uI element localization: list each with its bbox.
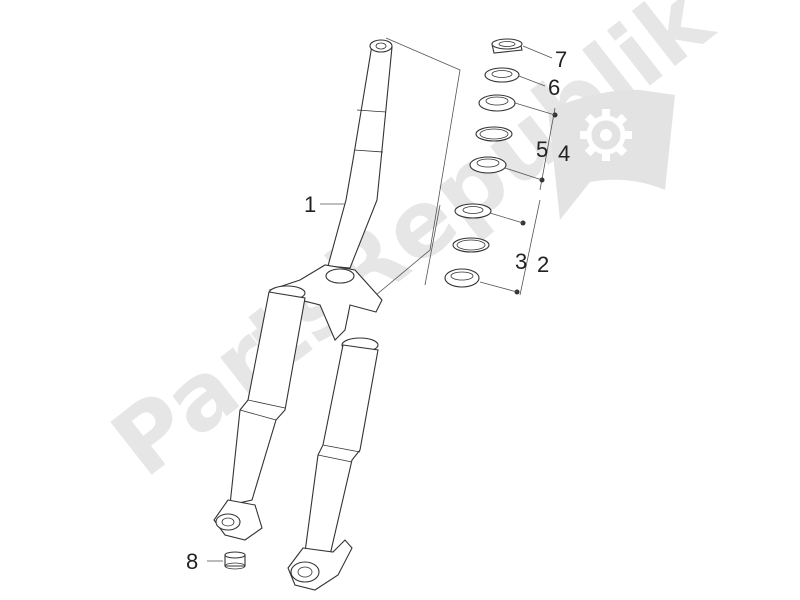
steering-tube: [327, 44, 393, 269]
watermark-flag-logo: [548, 89, 675, 220]
leader-lines: [207, 45, 553, 562]
watermark-text: PartsRepublik: [93, 0, 732, 497]
callout-2: 2: [537, 252, 549, 277]
part-8-bushing: [224, 551, 246, 570]
gear-icon: [580, 109, 632, 161]
fork-leg-right: [304, 344, 379, 556]
callout-1: 1: [304, 192, 316, 217]
fork-assembly: [213, 37, 461, 591]
callouts: 1 2 3 4 5 6 7 8: [186, 47, 570, 574]
callout-7: 7: [555, 47, 567, 72]
callout-4: 4: [558, 141, 570, 166]
callout-6: 6: [548, 75, 560, 100]
fork-leg-left: [229, 291, 306, 506]
watermark: PartsRepublik: [93, 0, 732, 497]
callout-8: 8: [186, 549, 198, 574]
callout-3: 3: [515, 249, 527, 274]
headset-parts: [424, 38, 558, 296]
part-3-lower-cup: [444, 203, 492, 288]
callout-5: 5: [536, 137, 548, 162]
part-7-locknut: [491, 38, 523, 54]
part-6-ring: [484, 67, 520, 83]
